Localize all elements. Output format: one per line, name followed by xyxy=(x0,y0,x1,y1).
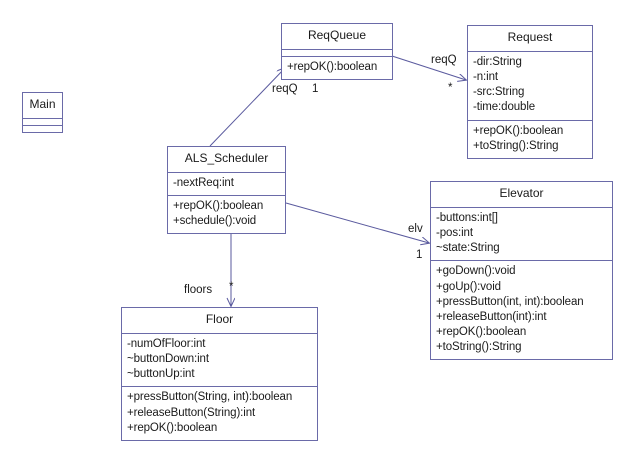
class-box-main[interactable]: Main xyxy=(22,92,63,133)
class-member: +goDown():void xyxy=(436,265,516,278)
class-member: +releaseButton(int):int xyxy=(436,310,547,323)
class-box-request[interactable]: Request -dir:String -n:int -src:String -… xyxy=(467,25,593,159)
class-attributes-request: -dir:String -n:int -src:String -time:dou… xyxy=(468,52,592,121)
class-member: -numOfFloor:int xyxy=(127,337,206,350)
class-member: +schedule():void xyxy=(173,215,257,228)
edge-role-label-reqqueue-request: reqQ xyxy=(431,54,457,66)
class-attributes-reqqueue xyxy=(282,50,392,57)
class-box-reqqueue[interactable]: ReqQueue +repOK():boolean xyxy=(281,23,393,80)
class-member: +repOK():boolean xyxy=(287,60,378,73)
class-attributes-main xyxy=(23,119,62,126)
class-member: +toString():String xyxy=(436,341,522,354)
edge-multiplicity-scheduler-floor: * xyxy=(229,281,234,293)
class-methods-reqqueue: +repOK():boolean xyxy=(282,57,392,79)
edge-scheduler-reqqueue xyxy=(209,68,285,147)
edge-multiplicity-scheduler-reqqueue: 1 xyxy=(312,83,319,95)
class-box-floor[interactable]: Floor -numOfFloor:int ~buttonDown:int ~b… xyxy=(121,307,318,441)
class-member: +repOK():boolean xyxy=(127,421,218,434)
class-member: +releaseButton(String):int xyxy=(127,406,256,419)
class-title-main: Main xyxy=(23,93,62,119)
class-title-floor: Floor xyxy=(122,308,317,334)
edge-role-label-scheduler-floor: floors xyxy=(184,284,213,296)
edge-role-label-scheduler-reqqueue: reqQ xyxy=(272,83,298,95)
class-member: +pressButton(String, int):boolean xyxy=(127,391,293,404)
class-member: +pressButton(int, int):boolean xyxy=(436,295,584,308)
class-member: -buttons:int[] xyxy=(436,211,498,224)
edge-role-label-scheduler-elevator: elv xyxy=(408,223,423,235)
class-member: +repOK():boolean xyxy=(436,326,527,339)
edge-multiplicity-scheduler-elevator: 1 xyxy=(416,249,423,261)
class-member: -pos:int xyxy=(436,227,473,239)
class-attributes-floor: -numOfFloor:int ~buttonDown:int ~buttonU… xyxy=(122,334,317,388)
class-member: ~state:String xyxy=(436,242,500,255)
class-member: -dir:String xyxy=(473,55,522,68)
class-attributes-elevator: -buttons:int[] -pos:int ~state:String xyxy=(431,208,612,262)
class-methods-floor: +pressButton(String, int):boolean +relea… xyxy=(122,387,317,440)
class-member: +repOK():boolean xyxy=(473,124,564,137)
class-methods-elevator: +goDown():void +goUp():void +pressButton… xyxy=(431,261,612,359)
class-member: +repOK():boolean xyxy=(173,200,264,212)
class-title-reqqueue: ReqQueue xyxy=(282,24,392,50)
class-methods-request: +repOK():boolean +toString():String xyxy=(468,121,592,158)
class-member: +goUp():void xyxy=(436,280,501,293)
class-member: +toString():String xyxy=(473,139,559,152)
class-member: -src:String xyxy=(473,86,525,99)
edge-multiplicity-reqqueue-request: * xyxy=(448,82,453,94)
class-title-als-scheduler: ALS_Scheduler xyxy=(168,147,285,173)
class-title-request: Request xyxy=(468,26,592,52)
class-title-elevator: Elevator xyxy=(431,182,612,208)
class-member: -nextReq:int xyxy=(173,176,234,189)
class-box-als-scheduler[interactable]: ALS_Scheduler -nextReq:int +repOK():bool… xyxy=(167,146,286,235)
class-methods-als-scheduler: +repOK():boolean +schedule():void xyxy=(168,196,285,233)
class-member: -time:double xyxy=(473,101,536,114)
class-box-elevator[interactable]: Elevator -buttons:int[] -pos:int ~state:… xyxy=(430,181,613,361)
class-member: ~buttonDown:int xyxy=(127,353,209,365)
class-attributes-als-scheduler: -nextReq:int xyxy=(168,173,285,196)
class-methods-main xyxy=(23,126,62,132)
class-member: ~buttonUp:int xyxy=(127,368,195,381)
class-member: -n:int xyxy=(473,71,498,83)
